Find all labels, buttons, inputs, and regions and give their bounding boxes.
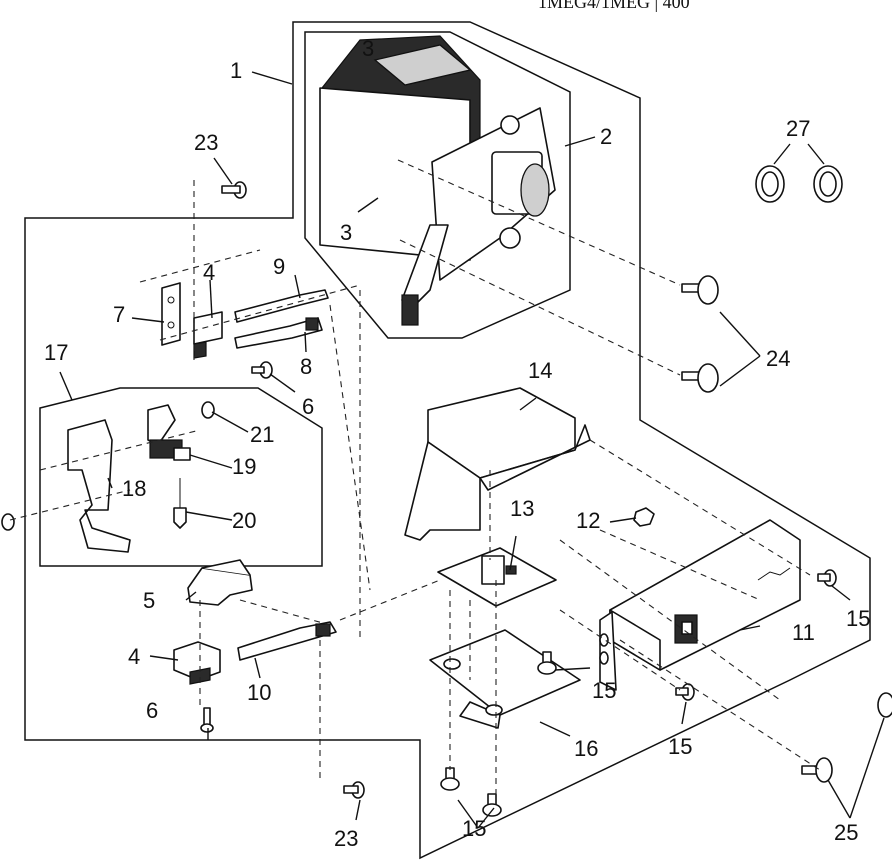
callout-7: 7: [113, 302, 125, 327]
callout-25: 25: [834, 820, 858, 845]
callout-19: 19: [232, 454, 256, 479]
subassembly-frame-17: [39, 387, 323, 567]
callout-4-lower: 4: [128, 644, 140, 669]
screw-24-lower: [681, 363, 719, 393]
callout-3-lower: 3: [340, 220, 352, 245]
clips-27: [755, 165, 843, 203]
callout-15-right: 15: [846, 606, 870, 631]
callout-2: 2: [600, 124, 612, 149]
cord-clamp-5: [187, 559, 253, 606]
control-box: [599, 519, 801, 691]
callout-17: 17: [44, 340, 68, 365]
callout-20: 20: [232, 508, 256, 533]
callout-9: 9: [273, 254, 285, 279]
callout-14: 14: [528, 358, 552, 383]
page-header: 1MEG4/1MEG | 400: [538, 0, 690, 12]
screw-25-center: [801, 757, 833, 783]
screw-23-upper: [221, 181, 247, 199]
nut-12: [633, 507, 655, 527]
callout-6-upper: 6: [302, 394, 314, 419]
screw-15-center: [537, 651, 557, 675]
assembly-frame-outer: [24, 21, 871, 860]
callout-4-upper: 4: [203, 260, 215, 285]
screw-23-lower: [343, 781, 365, 799]
pin-20: [173, 478, 187, 529]
connector-10: [237, 621, 337, 661]
callout-5: 5: [143, 588, 155, 613]
bracket-18: [67, 419, 131, 553]
callout-11: 11: [792, 620, 815, 645]
callout-13: 13: [510, 496, 534, 521]
assembly-lines: [9, 159, 821, 795]
callout-3-upper: 3: [362, 36, 374, 61]
microswitch-lower: [173, 641, 221, 685]
callout-23-lower: 23: [334, 826, 358, 851]
callout-21: 21: [250, 422, 274, 447]
base-plate: [429, 629, 581, 729]
terminal-plate: [161, 282, 181, 346]
screw-6-lower: [200, 707, 214, 733]
callout-27: 27: [786, 116, 810, 141]
leader-lines: [59, 71, 885, 829]
callout-15-center: 15: [592, 678, 616, 703]
pc-board: [437, 547, 557, 607]
callout-23-upper: 23: [194, 130, 218, 155]
connector-8: [234, 317, 323, 349]
microswitch-upper: [193, 311, 223, 359]
callouts: 1 2 3 3 4 4 5 6 6 7 8 9 10 11 12 13 14 1…: [44, 36, 870, 851]
screw-21: [201, 401, 215, 419]
callout-18: 18: [122, 476, 146, 501]
callout-6-lower: 6: [146, 698, 158, 723]
screw-6-upper: [251, 361, 273, 379]
screw-15-lower: [675, 683, 695, 701]
motor: [319, 35, 556, 326]
screw-25-edge: [877, 692, 892, 718]
callout-10: 10: [247, 680, 271, 705]
callout-24: 24: [766, 346, 790, 371]
screw-left-edge: [1, 513, 15, 531]
callout-12: 12: [576, 508, 600, 533]
screw-24-upper: [681, 275, 719, 305]
callout-1: 1: [230, 58, 242, 83]
callout-16: 16: [574, 736, 598, 761]
control-box-cover: [404, 387, 591, 541]
solenoid-19: [147, 404, 191, 461]
callout-8: 8: [300, 354, 312, 379]
motor-frame: [304, 31, 571, 339]
callout-15-lower: 15: [668, 734, 692, 759]
screw-15-right: [817, 569, 837, 587]
callout-15-bottom: 15: [462, 816, 486, 841]
connector-9: [234, 289, 329, 323]
screw-15-bottom-left: [440, 767, 460, 791]
screw-15-bottom-right: [482, 793, 502, 817]
